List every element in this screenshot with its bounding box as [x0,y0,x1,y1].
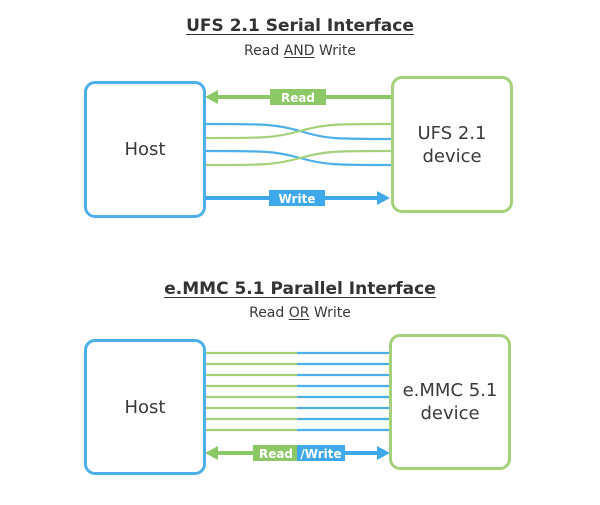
ufs-device-label-line1: UFS 2.1 [417,122,487,144]
ufs-write-arrowhead-icon [377,191,390,205]
emmc-device-label: e.MMC 5.1 device [403,379,498,425]
ufs-title: UFS 2.1 Serial Interface [186,16,414,36]
ufs-write-label-bg [269,190,325,206]
ufs-read-label-bg [270,89,326,105]
ufs-device-label: UFS 2.1 device [418,122,487,168]
emmc-parallel-bus [205,351,390,432]
emmc-read-arrowhead-icon [205,446,218,460]
ufs-read-label: Read [281,91,315,105]
ufs-read-arrow: Read [205,89,392,105]
emmc-subtitle-post: Write [309,305,351,321]
emmc-host-box: Host [84,339,206,475]
ufs-subtitle-pre: Read [244,43,284,59]
ufs-host-label: Host [124,139,166,160]
ufs-lane-rx-1 [204,122,393,140]
emmc-subtitle-pre: Read [249,305,289,321]
emmc-device-label-line1: e.MMC 5.1 [402,380,498,401]
emmc-read-label: Read [259,447,293,461]
ufs-read-arrowhead-icon [205,90,218,104]
ufs-device-box: UFS 2.1 device [391,76,513,213]
ufs-subtitle: Read AND Write [0,43,600,59]
ufs-write-label: Write [279,192,316,206]
emmc-read-write-arrow: Read /Write [205,445,390,461]
ufs-subtitle-emph: AND [283,43,315,59]
emmc-host-label: Host [124,396,166,418]
emmc-device-label-line2: device [420,403,480,424]
ufs-write-arrow: Write [205,190,390,206]
ufs-subtitle-post: Write [314,43,356,59]
emmc-read-label-bg [253,445,297,461]
ufs-device-label-line2: device [422,145,482,167]
ufs-host-box: Host [84,81,206,218]
emmc-subtitle-emph: OR [288,305,310,321]
ufs-lane-rx-2 [204,149,393,167]
ufs-lanes [204,122,393,167]
emmc-write-label-bg [297,445,345,461]
emmc-write-label: /Write [300,447,341,461]
emmc-title: e.MMC 5.1 Parallel Interface [164,279,436,299]
emmc-subtitle: Read OR Write [0,305,600,321]
emmc-write-arrowhead-icon [377,446,390,460]
emmc-device-box: e.MMC 5.1 device [389,334,511,470]
